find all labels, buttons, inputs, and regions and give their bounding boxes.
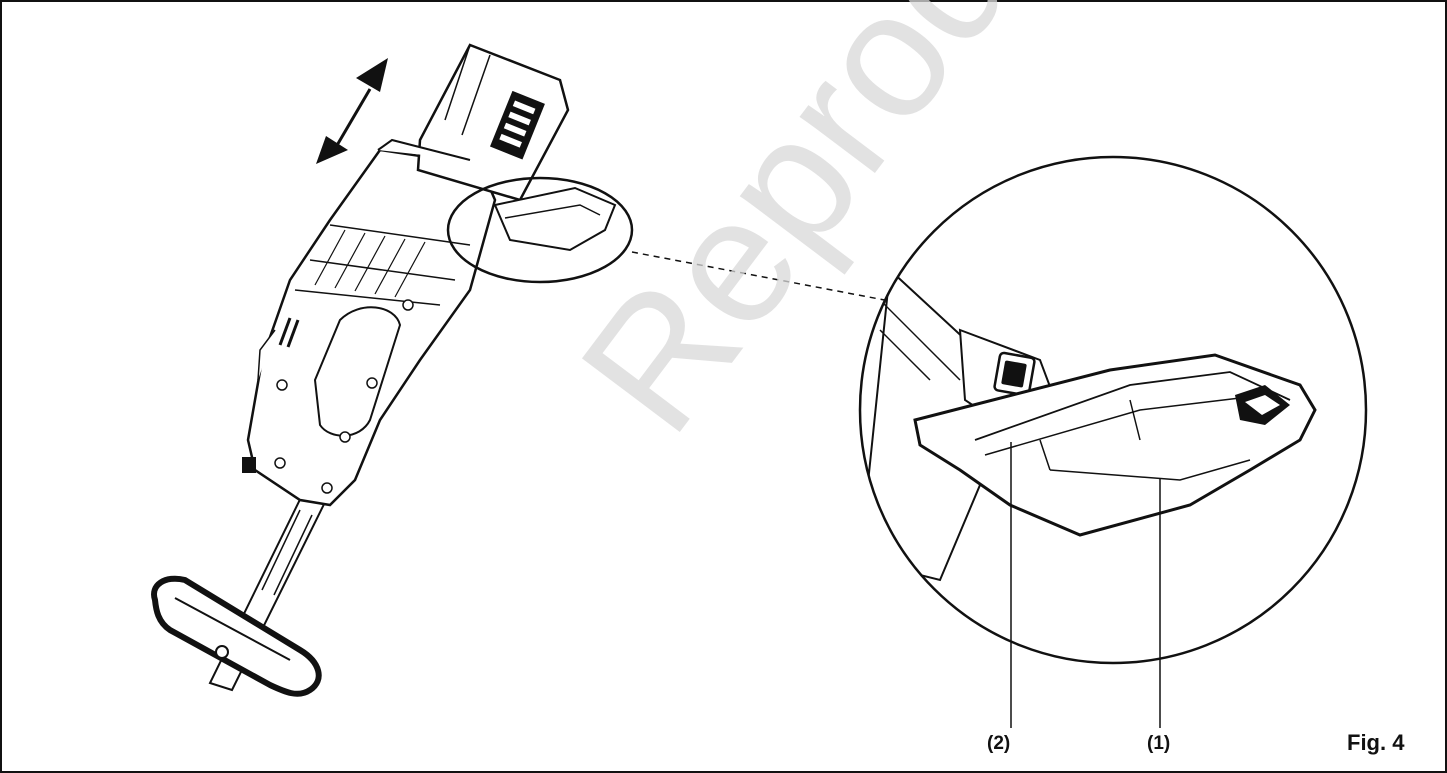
double-arrow-icon: [316, 58, 388, 164]
callout-label-1: (1): [1147, 733, 1171, 754]
battery-pack: [377, 43, 570, 202]
detail-circle-outline: [858, 155, 1368, 665]
hook-small: [493, 186, 617, 252]
callout-label-2: (2): [987, 733, 1011, 754]
front-handle: [151, 575, 322, 697]
figure-number: Fig. 4: [1347, 730, 1405, 755]
detail-marker-circle: [446, 176, 634, 284]
zoom-leader-line: [631, 251, 896, 303]
detail-magnified-view: [860, 267, 1317, 582]
tool-housing: [242, 148, 497, 507]
